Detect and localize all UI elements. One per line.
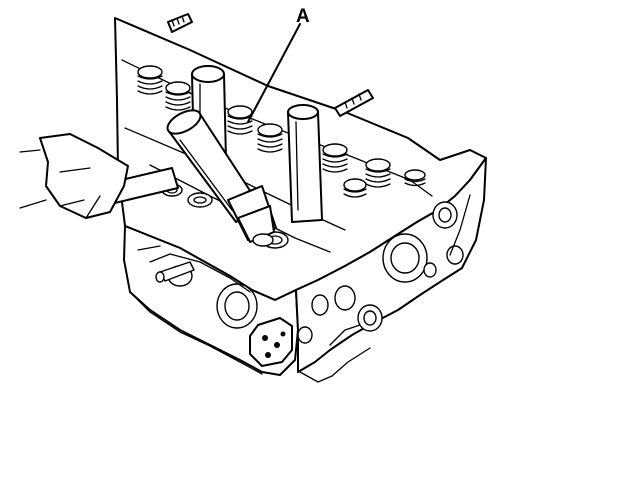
valve-guide-driver-tool-A — [166, 109, 277, 247]
callout-a-leader — [247, 23, 301, 123]
valve-guide-tool-standing-right — [287, 104, 323, 223]
callout-label-a: A — [296, 6, 310, 27]
hand-with-hammer — [19, 133, 179, 219]
head-studs — [167, 13, 374, 117]
